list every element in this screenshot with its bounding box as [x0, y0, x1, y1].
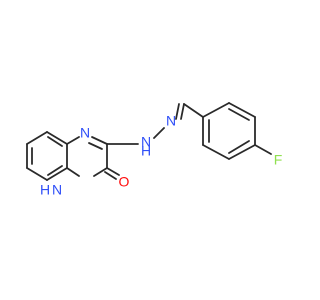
bond-inner: [228, 140, 250, 154]
bond: [46, 131, 68, 145]
nh-nitrogen-label: N: [52, 182, 62, 198]
bond: [153, 127, 165, 139]
benzo-ring: [26, 131, 68, 181]
bond: [91, 136, 108, 145]
fluorine-label: F: [274, 152, 283, 168]
imine-nitrogen-label: N: [166, 113, 176, 129]
fluorophenyl-ring: [202, 102, 272, 160]
bond: [202, 102, 230, 118]
pyrazinone-ring: [66, 136, 120, 180]
bond: [66, 136, 80, 145]
bond: [228, 102, 256, 118]
ring-nitrogen-label: N: [80, 125, 90, 141]
bond-inner: [47, 165, 63, 176]
bond: [26, 131, 48, 145]
nh-hydrogen-label: H: [40, 182, 50, 198]
bond: [104, 171, 117, 180]
bond: [46, 167, 68, 181]
bond: [254, 144, 272, 155]
bond: [175, 103, 180, 120]
hydrazone-hydrogen-label: H: [141, 143, 151, 159]
hydrazone-nitrogen-label: N: [141, 134, 151, 150]
bond: [93, 167, 108, 177]
hydrazone-chain: [106, 103, 204, 145]
bond: [183, 103, 204, 118]
bond: [26, 167, 48, 181]
molecule-diagram: N N H N H N O F: [26, 102, 283, 198]
bond: [66, 167, 80, 177]
bond: [228, 144, 256, 160]
bond-inner: [88, 142, 103, 150]
oxygen-label: O: [119, 174, 130, 190]
bond: [180, 103, 185, 120]
bond: [106, 167, 120, 176]
bond: [202, 144, 230, 160]
bond-inner: [228, 108, 250, 121]
bond-inner: [47, 136, 63, 147]
